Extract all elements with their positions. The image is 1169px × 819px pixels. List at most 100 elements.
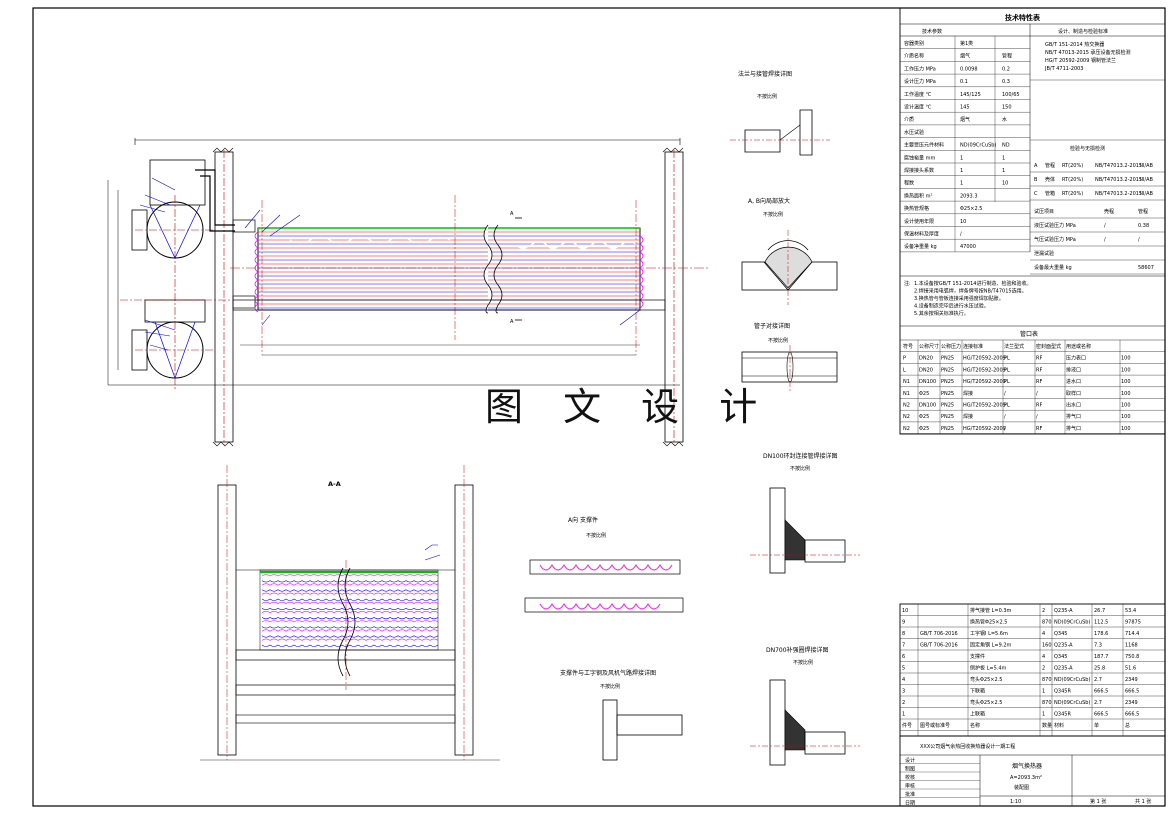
spec-row-label: 焊接接头系数 xyxy=(904,167,934,174)
parts-cell: 10 xyxy=(902,608,908,614)
svg-text:C: C xyxy=(1034,191,1038,197)
svg-text:100: 100 xyxy=(1121,426,1131,432)
svg-text:烟气: 烟气 xyxy=(960,53,970,60)
svg-text:0.0098: 0.0098 xyxy=(960,66,978,72)
detail-dn100-title: DN100环封连接管焊接详图 xyxy=(763,452,838,460)
svg-text:10: 10 xyxy=(960,219,966,225)
svg-text:Φ25: Φ25 xyxy=(919,426,929,432)
svg-text:不按比例: 不按比例 xyxy=(586,532,606,539)
svg-text:0.2: 0.2 xyxy=(1002,66,1010,72)
parts-cell: 2.7 xyxy=(1094,677,1102,683)
svg-text:不按比例: 不按比例 xyxy=(600,683,620,690)
parts-cell: 2 xyxy=(1042,608,1045,614)
parts-cell: 2.7 xyxy=(1094,700,1102,706)
section-aa-label: A-A xyxy=(328,480,341,488)
parts-cell: ND(09CrCuSb) xyxy=(1054,620,1090,626)
svg-text:150: 150 xyxy=(1002,105,1012,111)
svg-text:A: A xyxy=(510,319,514,325)
spec-row-label: 腐蚀裕量 mm xyxy=(904,154,935,161)
svg-text:PN25: PN25 xyxy=(941,414,954,420)
parts-cell: 9 xyxy=(902,620,905,626)
detail-flange-title: 法兰与接管焊接详图 xyxy=(738,70,792,78)
svg-text:L: L xyxy=(903,367,906,373)
detail-a-title: A向 支撑件 xyxy=(568,516,598,524)
svg-text:PN25: PN25 xyxy=(941,403,954,409)
svg-text:1: 1 xyxy=(960,168,963,174)
svg-text:壳程: 壳程 xyxy=(1104,208,1114,215)
title-role: 批准 xyxy=(905,791,915,798)
parts-header-cell: 图号或标准号 xyxy=(920,722,950,729)
svg-text:HG/T20592-2009: HG/T20592-2009 xyxy=(963,403,1006,409)
parts-cell: 4 xyxy=(1042,631,1045,637)
svg-text:III/AB: III/AB xyxy=(1140,191,1154,197)
svg-text:焊接: 焊接 xyxy=(963,413,973,420)
svg-text:47000: 47000 xyxy=(960,244,976,250)
svg-text:法兰型式: 法兰型式 xyxy=(1004,343,1024,350)
svg-text:水: 水 xyxy=(1002,116,1007,123)
svg-text:JB/T 4711-2003: JB/T 4711-2003 xyxy=(1044,66,1084,72)
title-block: XXX公司烟气余热回收换热器设计一期工程 烟气换热器 A=2093.3m² 装配… xyxy=(899,735,1166,807)
svg-text:DN100: DN100 xyxy=(919,379,936,385)
svg-text:/: / xyxy=(1104,223,1106,229)
svg-text:检验与无损检测: 检验与无损检测 xyxy=(1070,145,1105,152)
parts-cell: 4 xyxy=(1042,654,1045,660)
svg-text:管程: 管程 xyxy=(1002,53,1012,60)
svg-text:ND: ND xyxy=(1002,143,1010,149)
svg-text:泄漏试验: 泄漏试验 xyxy=(1034,250,1054,257)
spec-row-label: 工作温度 ℃ xyxy=(904,91,932,98)
parts-cell: 1 xyxy=(1042,689,1045,695)
parts-cell: 51.6 xyxy=(1125,666,1136,672)
parts-header-cell: 总 xyxy=(1125,722,1130,729)
svg-text:第1类: 第1类 xyxy=(960,40,973,47)
svg-text:100: 100 xyxy=(1121,356,1131,362)
spec-row-label: 程数 xyxy=(904,180,914,187)
svg-text:DN20: DN20 xyxy=(919,356,933,362)
parts-cell: 2349 xyxy=(1125,700,1138,706)
parts-cell: 1 xyxy=(1042,712,1045,718)
svg-text:0.3: 0.3 xyxy=(1002,79,1010,85)
title-role: 设计 xyxy=(905,757,915,764)
parts-header-cell: 材料 xyxy=(1054,722,1064,729)
parts-cell: 6 xyxy=(902,654,905,660)
parts-cell: Q345R xyxy=(1054,689,1071,695)
watermark-text: 图 文 设 计 xyxy=(485,385,771,429)
svg-text:PL: PL xyxy=(1004,356,1010,362)
svg-text:RF: RF xyxy=(1036,426,1042,432)
svg-text:排气口: 排气口 xyxy=(1066,425,1081,432)
spec-row-label: 工作压力 MPa xyxy=(904,65,936,72)
svg-text:不按比例: 不按比例 xyxy=(757,93,777,100)
svg-text:N2: N2 xyxy=(903,414,910,420)
svg-text:PN25: PN25 xyxy=(941,367,954,373)
svg-text:P: P xyxy=(903,356,906,362)
parts-cell: 2 xyxy=(1042,666,1045,672)
svg-text:2.焊接采用电弧焊，焊条牌号按NB/T47015选用。: 2.焊接采用电弧焊，焊条牌号按NB/T47015选用。 xyxy=(914,288,1027,295)
svg-text:/: / xyxy=(960,232,962,238)
detail-tube-title: 管子对接详图 xyxy=(754,322,790,330)
svg-text:设备最大重量 kg: 设备最大重量 kg xyxy=(1034,264,1072,271)
svg-text:1: 1 xyxy=(960,155,963,161)
svg-text:DN20: DN20 xyxy=(919,367,933,373)
svg-text:/: / xyxy=(1004,414,1006,420)
parts-cell: ND(09CrCuSb) xyxy=(1054,700,1090,706)
svg-text:A: A xyxy=(510,211,514,217)
detail-dn700-title: DN700补强圈焊接详图 xyxy=(766,646,829,654)
svg-text:RF: RF xyxy=(1036,367,1042,373)
nozzle-table-title: 管口表 xyxy=(1020,330,1038,338)
svg-text:管箱: 管箱 xyxy=(1045,190,1055,197)
svg-text:5.其余按相关标准执行。: 5.其余按相关标准执行。 xyxy=(914,310,969,317)
parts-cell: 53.4 xyxy=(1125,608,1136,614)
svg-text:A: A xyxy=(1034,163,1038,169)
spec-row-label: 设备净重量 kg xyxy=(904,243,937,250)
svg-text:100: 100 xyxy=(1121,403,1131,409)
parts-cell: 160 xyxy=(1042,643,1052,649)
parts-cell: 187.7 xyxy=(1094,654,1108,660)
title-area: A=2093.3m² xyxy=(1010,775,1042,781)
title-role: 制图 xyxy=(905,766,915,773)
parts-cell: GB/T 706-2016 xyxy=(920,631,958,637)
svg-text:/: / xyxy=(1036,414,1038,420)
svg-text:N2: N2 xyxy=(903,426,910,432)
detail-support-title: 支撑件与工字钢及风机气路焊接详图 xyxy=(560,669,656,677)
svg-text:NB/T47013.2-2015: NB/T47013.2-2015 xyxy=(1095,177,1142,183)
